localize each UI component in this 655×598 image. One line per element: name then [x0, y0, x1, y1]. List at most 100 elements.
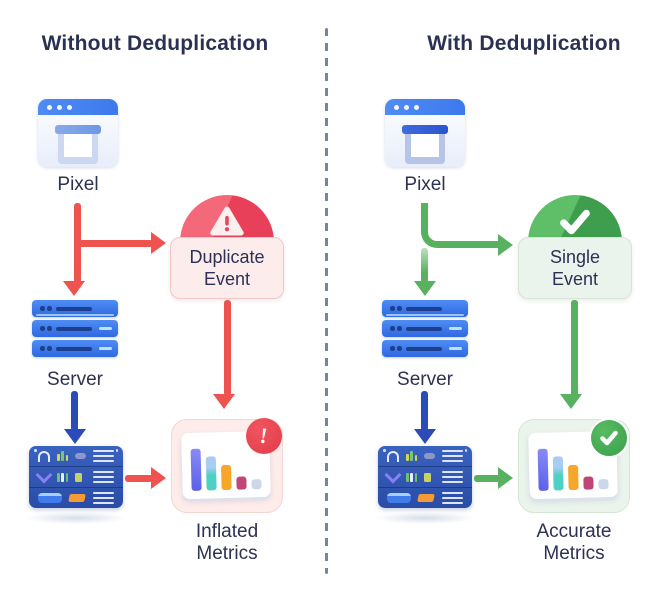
metrics-chart-card: ! [171, 418, 283, 513]
dashboard-row [29, 446, 123, 467]
window-glyph-icon [402, 125, 448, 164]
accurate-metrics-label: Accurate Metrics [536, 521, 612, 564]
window-dot-icon [47, 104, 52, 110]
server-label: Server [397, 369, 453, 390]
orange-shape-icon [417, 494, 435, 502]
arch-icon [387, 450, 400, 462]
blue-shape-icon [38, 493, 62, 503]
blue-arrow-server-to-dashboard-line [71, 391, 78, 431]
browser-titlebar [385, 99, 465, 115]
chart-bars [190, 447, 262, 491]
red-arrowhead-right [151, 232, 166, 254]
server-row [382, 340, 468, 357]
dashboard-row [378, 488, 472, 508]
error-badge-icon: ! [246, 418, 282, 454]
chevron-icon [35, 466, 53, 483]
metrics-chart-card [518, 418, 630, 513]
text-lines-icon [93, 492, 114, 504]
warning-triangle-icon [210, 206, 244, 236]
server-icon [382, 300, 468, 360]
left-title: Without Deduplication [41, 32, 269, 55]
text-lines-icon [442, 450, 463, 462]
warning-dome [180, 195, 274, 242]
green-arrow-pixel-to-server-line [421, 248, 428, 283]
glyph-top [402, 125, 448, 134]
duplicate-event-card: Duplicate Event [170, 237, 284, 299]
red-arrow-event-to-metrics-line [224, 300, 231, 396]
dashboard-shadow [375, 512, 475, 524]
orange-shape-icon [68, 494, 86, 502]
right-server-node: Server [382, 300, 468, 391]
chevron-icon [384, 466, 402, 483]
left-server-node: Server [32, 300, 118, 391]
dashboard-shadow [26, 512, 126, 524]
server-row [382, 320, 468, 337]
inflated-metrics-node: ! Inflated Metrics [171, 418, 283, 565]
red-arrowhead-down [213, 394, 235, 409]
square-icon [424, 472, 432, 482]
glyph-frame [405, 134, 445, 164]
blue-arrowhead-down [63, 429, 86, 444]
browser-pixel-icon [38, 99, 118, 167]
browser-pixel-icon [385, 99, 465, 167]
server-row [32, 340, 118, 357]
pixel-label: Pixel [404, 174, 446, 195]
dashboard-icon [29, 446, 123, 508]
text-lines-icon [442, 492, 463, 504]
window-dot-icon [67, 104, 72, 110]
success-badge-icon [589, 418, 629, 458]
mini-bars-icon [406, 472, 418, 482]
green-arrowhead-down [413, 281, 436, 296]
exclamation-glyph: ! [258, 422, 270, 449]
single-event-badge: Single Event [518, 195, 632, 299]
inflated-metrics-label: Inflated Metrics [195, 521, 259, 564]
mini-bars-icon [406, 451, 418, 461]
pill-icon [424, 453, 435, 459]
mini-bars-icon [57, 472, 69, 482]
pixel-label: Pixel [57, 174, 99, 195]
green-arrow-dashboard-to-metrics-line [474, 475, 500, 482]
single-event-card: Single Event [518, 237, 632, 299]
right-pixel-node: Pixel [385, 99, 465, 196]
glyph-frame [58, 134, 98, 164]
square-icon [75, 472, 83, 482]
green-arrow-event-to-metrics-line [571, 300, 578, 396]
server-row [382, 300, 468, 317]
window-glyph-icon [55, 125, 101, 164]
browser-titlebar [38, 99, 118, 115]
text-lines-icon [93, 471, 114, 483]
red-arrow-branch-line [77, 240, 153, 247]
dashboard-row [29, 466, 123, 488]
window-dot-icon [394, 104, 399, 110]
dashboard-icon [378, 446, 472, 508]
left-pixel-node: Pixel [38, 99, 118, 196]
red-arrow-dashboard-to-metrics-line [125, 475, 153, 482]
dashboard-row [378, 466, 472, 488]
text-lines-icon [93, 450, 114, 462]
check-dome [528, 195, 622, 242]
dashboard-row [378, 446, 472, 467]
green-arrowhead-right [498, 233, 513, 256]
blue-arrow-server-to-dashboard-line [421, 391, 428, 431]
right-title: With Deduplication [427, 32, 621, 55]
window-dot-icon [414, 104, 419, 110]
red-arrowhead-down [63, 281, 85, 296]
blue-shape-icon [387, 493, 411, 503]
blue-arrowhead-down [413, 429, 436, 444]
green-arrow-elbow [421, 203, 507, 248]
checkmark-icon [560, 209, 590, 235]
green-arrowhead-down [560, 394, 582, 409]
arch-icon [38, 450, 51, 462]
server-icon [32, 300, 118, 360]
server-row [32, 300, 118, 317]
mini-bars-icon [57, 451, 69, 461]
server-row [32, 320, 118, 337]
accurate-metrics-node: Accurate Metrics [518, 418, 630, 565]
dashboard-row [29, 488, 123, 508]
red-arrowhead-right [151, 467, 166, 489]
glyph-top [55, 125, 101, 134]
checkmark-icon [600, 430, 618, 446]
pill-icon [75, 453, 86, 459]
duplicate-event-badge: Duplicate Event [170, 195, 284, 299]
